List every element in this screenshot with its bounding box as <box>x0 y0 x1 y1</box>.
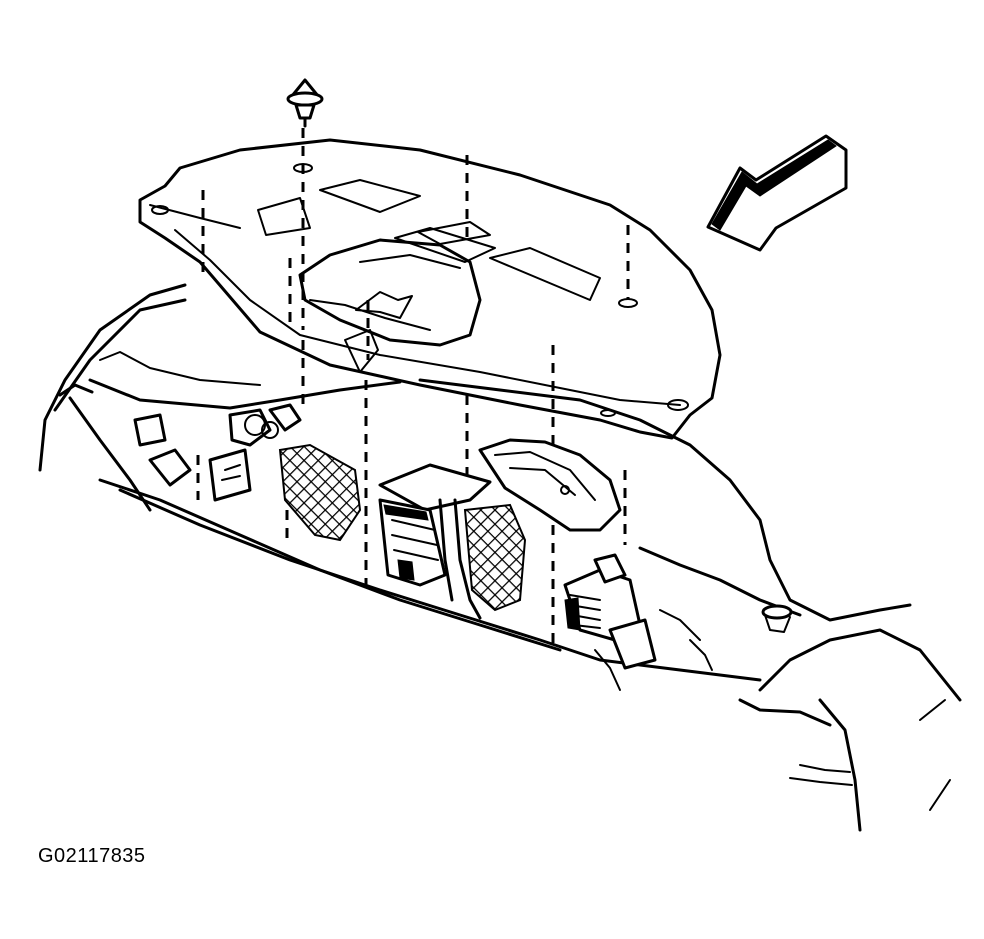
figure-code: G02117835 <box>38 845 146 867</box>
view-direction-arrow <box>706 134 848 252</box>
push-pin-retainer <box>286 78 324 128</box>
vehicle-cowl-body <box>38 283 962 832</box>
cover-panel <box>138 138 722 440</box>
cowl-components <box>133 403 713 691</box>
